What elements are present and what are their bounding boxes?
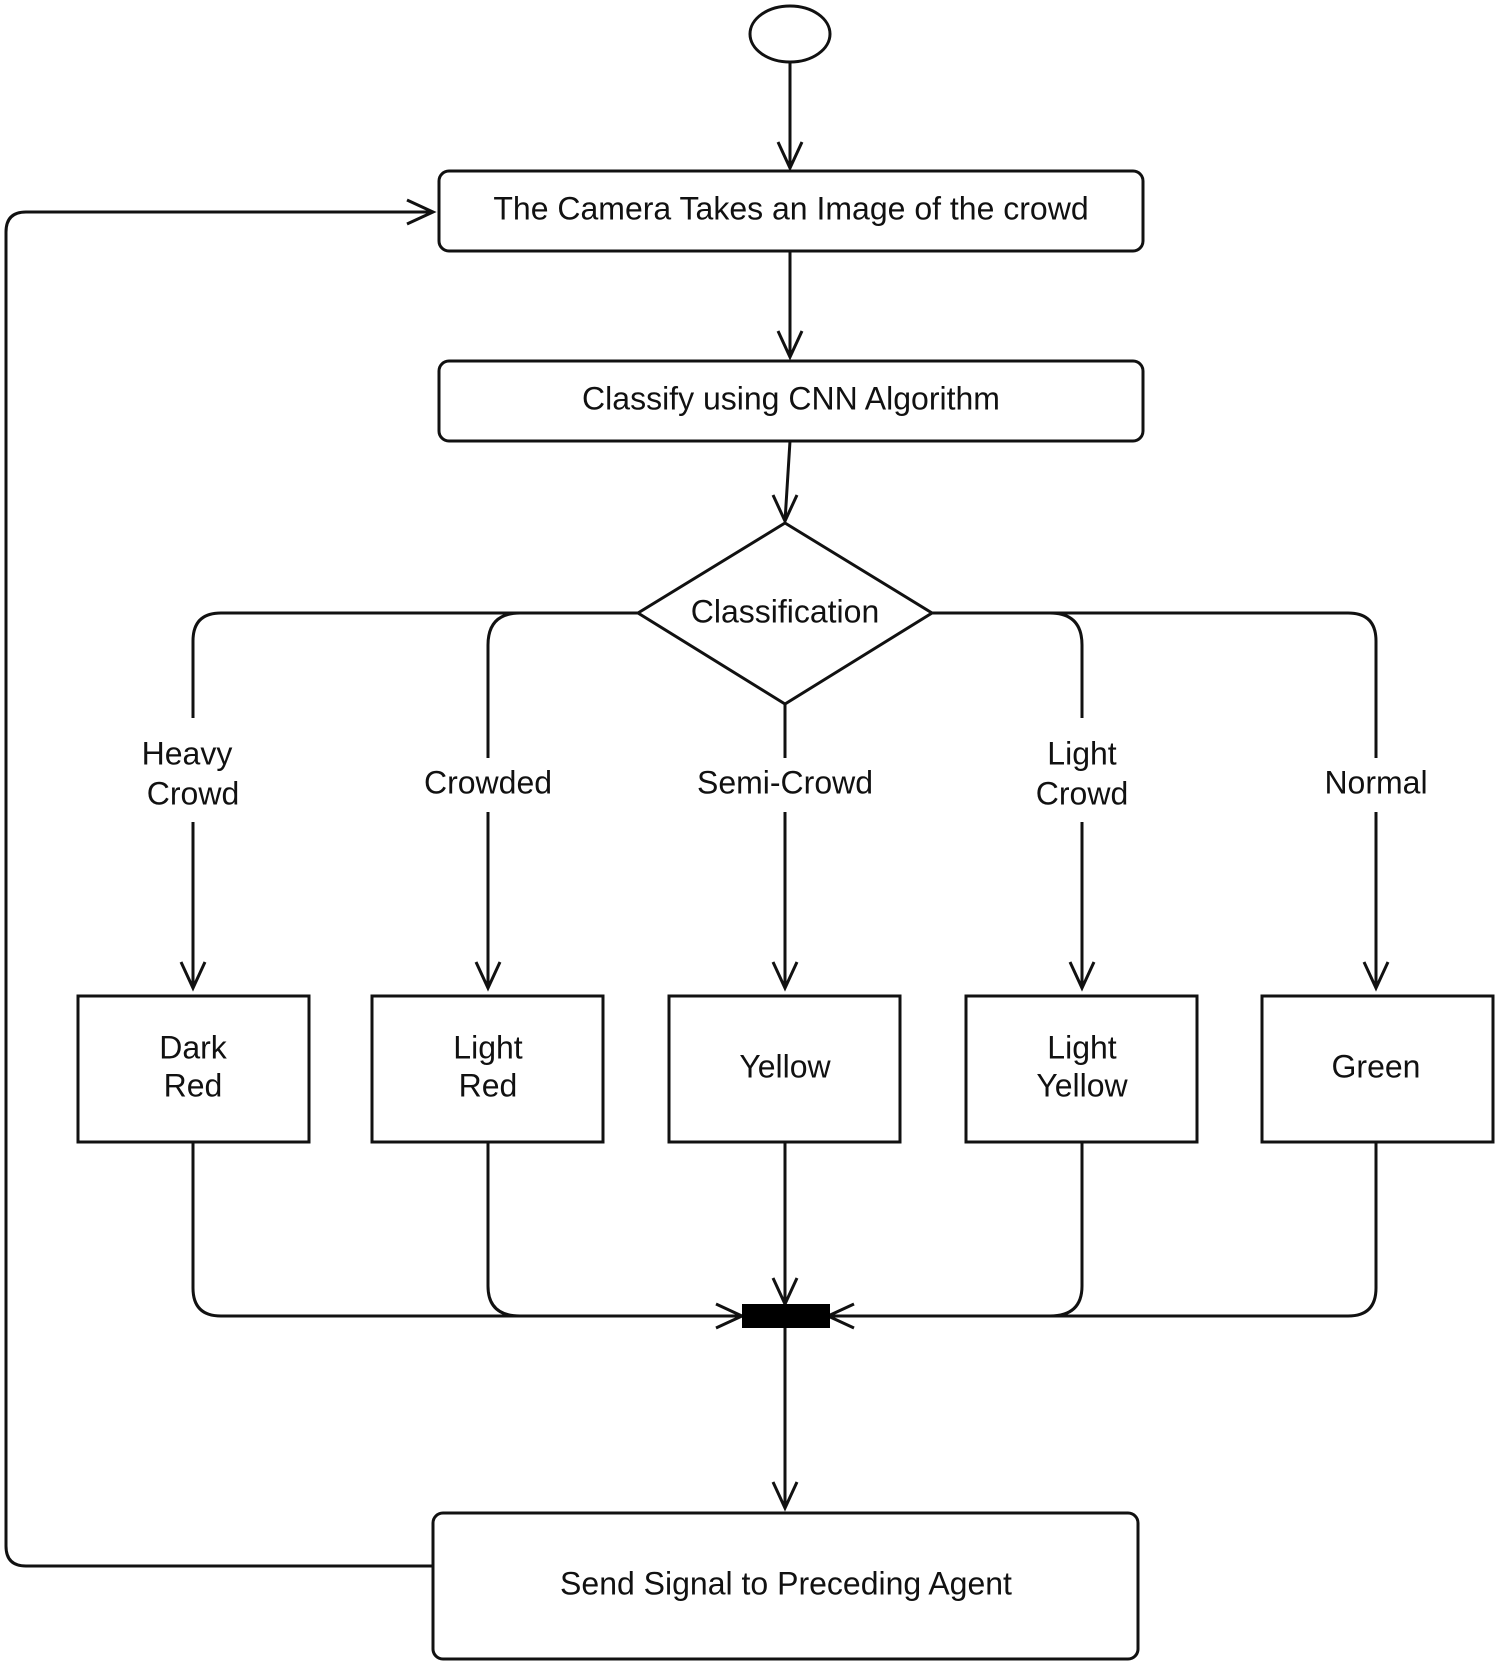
- guard-heavy-crowd: Heavy Crowd: [142, 735, 240, 811]
- signal-light-red-line2: Red: [459, 1067, 518, 1103]
- arrowhead-to-green: [1362, 961, 1390, 992]
- arrowhead-join-to-send: [771, 1481, 799, 1512]
- merge-line-left-inner: [486, 1142, 521, 1318]
- arrowhead-start-to-camera: [776, 141, 804, 172]
- branch-line-left-inner: [486, 611, 521, 758]
- join-bar: [742, 1304, 830, 1328]
- merge-line-right: [828, 1142, 1378, 1318]
- signal-dark-red: Dark Red: [76, 994, 311, 1144]
- signal-yellow-line1: Yellow: [739, 1048, 831, 1084]
- signal-light-yellow-line2: Yellow: [1036, 1067, 1128, 1103]
- camera-step-label: The Camera Takes an Image of the crowd: [493, 190, 1088, 226]
- arrowhead-loop-back: [406, 198, 437, 226]
- signal-dark-red-line2: Red: [164, 1067, 223, 1103]
- arrowhead-to-dark-red: [179, 961, 207, 992]
- guard-normal: Normal: [1324, 764, 1427, 800]
- arrowhead-to-light-yellow: [1068, 961, 1096, 992]
- signal-yellow: Yellow: [667, 994, 902, 1144]
- arrowhead-to-yellow: [771, 961, 799, 992]
- merge-line-right-inner: [1049, 1142, 1084, 1318]
- decision-node: Classification: [635, 521, 935, 706]
- branch-line-left: [191, 611, 638, 718]
- arrowhead-to-light-red: [474, 961, 502, 992]
- arrowhead-classify-to-decision: [771, 494, 799, 525]
- camera-step: The Camera Takes an Image of the crowd: [437, 169, 1145, 253]
- branch-line-right: [932, 611, 1378, 758]
- signal-dark-red-line1: Dark: [159, 1029, 228, 1065]
- signal-green: Green: [1260, 994, 1495, 1144]
- guard-light-crowd: Light Crowd: [1036, 735, 1128, 811]
- guard-light-crowd-line1: Light: [1047, 735, 1117, 771]
- flow-loop-back: [4, 210, 433, 1568]
- branch-line-right-inner: [1049, 611, 1084, 718]
- guard-heavy-crowd-line2: Crowd: [147, 775, 239, 811]
- initial-node: [748, 4, 832, 64]
- guard-light-crowd-line2: Crowd: [1036, 775, 1128, 811]
- signal-light-red-line1: Light: [453, 1029, 523, 1065]
- signal-light-yellow-line1: Light: [1047, 1029, 1117, 1065]
- arrowhead-camera-to-classify: [776, 330, 804, 361]
- send-step: Send Signal to Preceding Agent: [431, 1511, 1140, 1661]
- guard-semi-crowd: Semi-Crowd: [697, 764, 873, 800]
- guard-heavy-crowd-line1: Heavy: [142, 735, 233, 771]
- decision-label: Classification: [691, 593, 880, 629]
- classify-step: Classify using CNN Algorithm: [437, 359, 1145, 443]
- signal-green-line1: Green: [1332, 1048, 1421, 1084]
- classify-step-label: Classify using CNN Algorithm: [582, 380, 1000, 416]
- guard-crowded: Crowded: [424, 764, 552, 800]
- send-step-label: Send Signal to Preceding Agent: [560, 1565, 1012, 1601]
- merge-line-left: [191, 1142, 742, 1318]
- signal-light-red: Light Red: [370, 994, 605, 1144]
- flow-classify-to-decision: [783, 440, 792, 522]
- signal-light-yellow: Light Yellow: [964, 994, 1199, 1144]
